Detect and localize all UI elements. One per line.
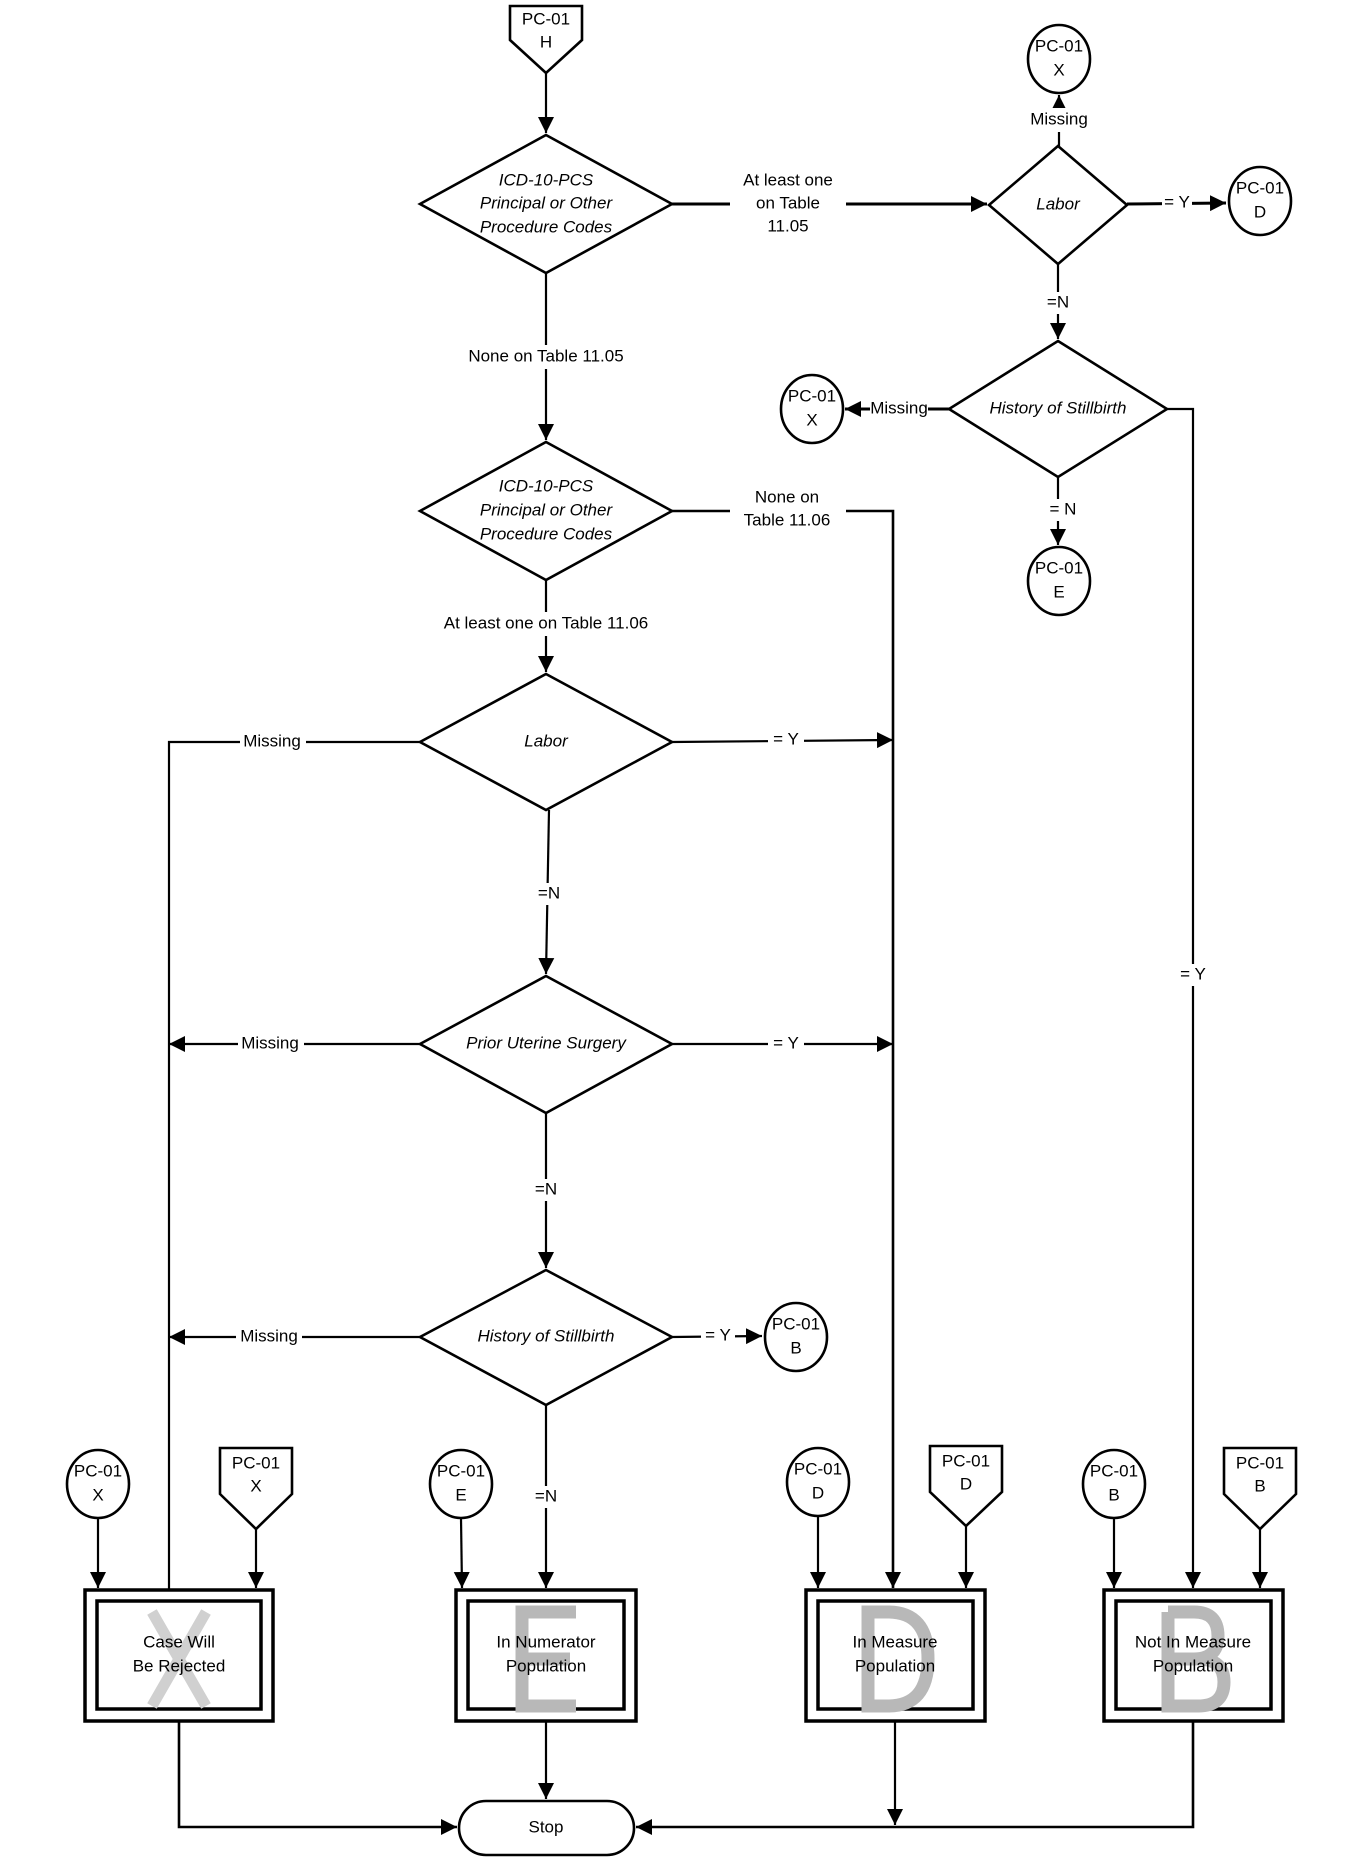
- outcome-watermark-b: [1161, 1605, 1231, 1713]
- connector-circle-b-main[interactable]: PC-01 B: [763, 1301, 829, 1373]
- outcome-text: Not In Measure: [1135, 1632, 1251, 1651]
- stop-label: Stop: [529, 1817, 564, 1836]
- connector-circle-x-mid[interactable]: PC-01 X: [779, 373, 845, 445]
- outcome-text: Population: [1153, 1656, 1233, 1675]
- connector-circle-e-right[interactable]: PC-01 E: [1026, 545, 1092, 617]
- outcome-text: In Measure: [852, 1632, 937, 1651]
- connector-letter: E: [1053, 582, 1064, 601]
- connector-code: PC-01: [1236, 178, 1284, 197]
- decision-prior-uterine-surgery: Prior Uterine Surgery: [417, 974, 675, 1115]
- decision-text: Principal or Other: [480, 500, 614, 519]
- connector-code: PC-01: [437, 1461, 485, 1480]
- edge-labels: At least one on Table 11.05 Missing = Y …: [236, 108, 1209, 1508]
- edge-label-labor-right-n: =N: [1047, 292, 1069, 311]
- connector-circle-b-box[interactable]: PC-01 B: [1081, 1448, 1147, 1520]
- connector-letter: X: [250, 1476, 261, 1495]
- edge-label-atleast-1105-line1: At least one: [743, 170, 833, 189]
- decision-text: ICD-10-PCS: [499, 476, 594, 495]
- decision-text: ICD-10-PCS: [499, 170, 594, 189]
- connector-circle-d-right[interactable]: PC-01 D: [1227, 165, 1293, 237]
- edge-label-prior-n: =N: [535, 1179, 557, 1198]
- connector-letter: D: [960, 1474, 972, 1493]
- decision-codes-1106: ICD-10-PCS Principal or Other Procedure …: [417, 440, 675, 582]
- connector-offpage-x-box[interactable]: PC-01 X: [218, 1446, 294, 1531]
- decision-text: Principal or Other: [480, 193, 614, 212]
- connector-letter: X: [92, 1485, 103, 1504]
- decision-text: Prior Uterine Surgery: [466, 1033, 627, 1052]
- connector-offpage-b-box[interactable]: PC-01 B: [1222, 1446, 1298, 1531]
- edge-label-stillbirth-main-y: = Y: [705, 1325, 731, 1344]
- edge-label-labor-main-n: =N: [538, 883, 560, 902]
- edge-label-atleast-1106: At least one on Table 11.06: [444, 613, 648, 632]
- connector-letter: B: [1254, 1476, 1265, 1495]
- decision-stillbirth-right: History of Stillbirth: [946, 339, 1170, 479]
- edge-label-stillbirth-right-missing: Missing: [870, 398, 928, 417]
- outcome-box-not-in-measure: Not In Measure Population: [1102, 1588, 1285, 1723]
- connector-code: PC-01: [794, 1459, 842, 1478]
- decision-labor-main: Labor: [417, 672, 675, 812]
- decision-labor-right: Labor: [986, 144, 1130, 266]
- connector-circle-x-box[interactable]: PC-01 X: [65, 1448, 131, 1520]
- outcome-watermark-d: [861, 1605, 935, 1713]
- connector-circle-d-box[interactable]: PC-01 D: [785, 1446, 851, 1518]
- outcome-text: Population: [506, 1656, 586, 1675]
- connector-code: PC-01: [74, 1461, 122, 1480]
- decision-text: History of Stillbirth: [478, 1326, 615, 1345]
- edge-label-prior-y: = Y: [773, 1033, 799, 1052]
- decision-text: Procedure Codes: [480, 524, 613, 543]
- decision-text: History of Stillbirth: [990, 398, 1127, 417]
- outcome-text: Case Will: [143, 1632, 215, 1651]
- edge-label-stillbirth-right-n: = N: [1050, 499, 1077, 518]
- stop-terminal: Stop: [457, 1799, 636, 1857]
- outcome-text: In Numerator: [496, 1632, 596, 1651]
- edge-label-none-1106-line2: Table 11.06: [744, 510, 831, 529]
- connector-letter: B: [1108, 1485, 1119, 1504]
- connector-code: PC-01: [1090, 1461, 1138, 1480]
- edge-label-stillbirth-right-y: = Y: [1180, 964, 1206, 983]
- outcome-text: Be Rejected: [133, 1656, 226, 1675]
- connector-letter: E: [455, 1485, 466, 1504]
- decision-text: Procedure Codes: [480, 217, 613, 236]
- connector-letter: X: [806, 410, 817, 429]
- connector-circle-x-top[interactable]: PC-01 X: [1026, 23, 1092, 95]
- outcome-watermark-x: [147, 1609, 211, 1709]
- edge-label-atleast-1105-line3: 11.05: [767, 216, 808, 235]
- decision-text: Labor: [524, 731, 569, 750]
- edge-label-atleast-1105-line2: on Table: [756, 193, 820, 212]
- edge-label-labor-main-missing: Missing: [243, 731, 301, 750]
- connector-code: PC-01: [788, 386, 836, 405]
- decision-codes-1105: ICD-10-PCS Principal or Other Procedure …: [417, 133, 675, 275]
- connector-lines: [90, 73, 1268, 1835]
- edge-label-stillbirth-main-n: =N: [535, 1486, 557, 1505]
- connector-offpage-d-box[interactable]: PC-01 D: [928, 1444, 1004, 1528]
- connector-circle-e-box[interactable]: PC-01 E: [428, 1448, 494, 1520]
- outcome-box-numerator: In Numerator Population: [454, 1588, 638, 1723]
- connector-code: PC-01: [1035, 558, 1083, 577]
- outcome-text: Population: [855, 1656, 935, 1675]
- edge-label-labor-right-missing: Missing: [1030, 109, 1088, 128]
- decision-text: Labor: [1036, 194, 1081, 213]
- connector-letter: B: [790, 1338, 801, 1357]
- connector-code: PC-01: [232, 1453, 280, 1472]
- edge-label-labor-main-y: = Y: [773, 729, 799, 748]
- edge-label-stillbirth-main-missing: Missing: [240, 1326, 298, 1345]
- decision-stillbirth-main: History of Stillbirth: [417, 1268, 675, 1407]
- connector-code: PC-01: [1236, 1453, 1284, 1472]
- connector-code: PC-01: [522, 9, 570, 28]
- edge-label-none-1105: None on Table 11.05: [468, 346, 623, 365]
- start-connector-h[interactable]: PC-01 H: [508, 4, 584, 75]
- edge-label-prior-missing: Missing: [241, 1033, 299, 1052]
- connector-code: PC-01: [942, 1451, 990, 1470]
- connector-letter: D: [812, 1483, 824, 1502]
- connector-code: PC-01: [1035, 36, 1083, 55]
- connector-letter: X: [1053, 60, 1064, 79]
- edge-label-labor-right-y: = Y: [1164, 192, 1190, 211]
- connector-letter: D: [1254, 202, 1266, 221]
- outcome-watermark-e: [515, 1605, 576, 1713]
- outcome-box-rejected: Case Will Be Rejected: [83, 1588, 275, 1723]
- connector-letter: H: [540, 32, 552, 51]
- connector-code: PC-01: [772, 1314, 820, 1333]
- edge-label-none-1106-line1: None on: [755, 487, 819, 506]
- outcome-box-measure: In Measure Population: [804, 1588, 987, 1723]
